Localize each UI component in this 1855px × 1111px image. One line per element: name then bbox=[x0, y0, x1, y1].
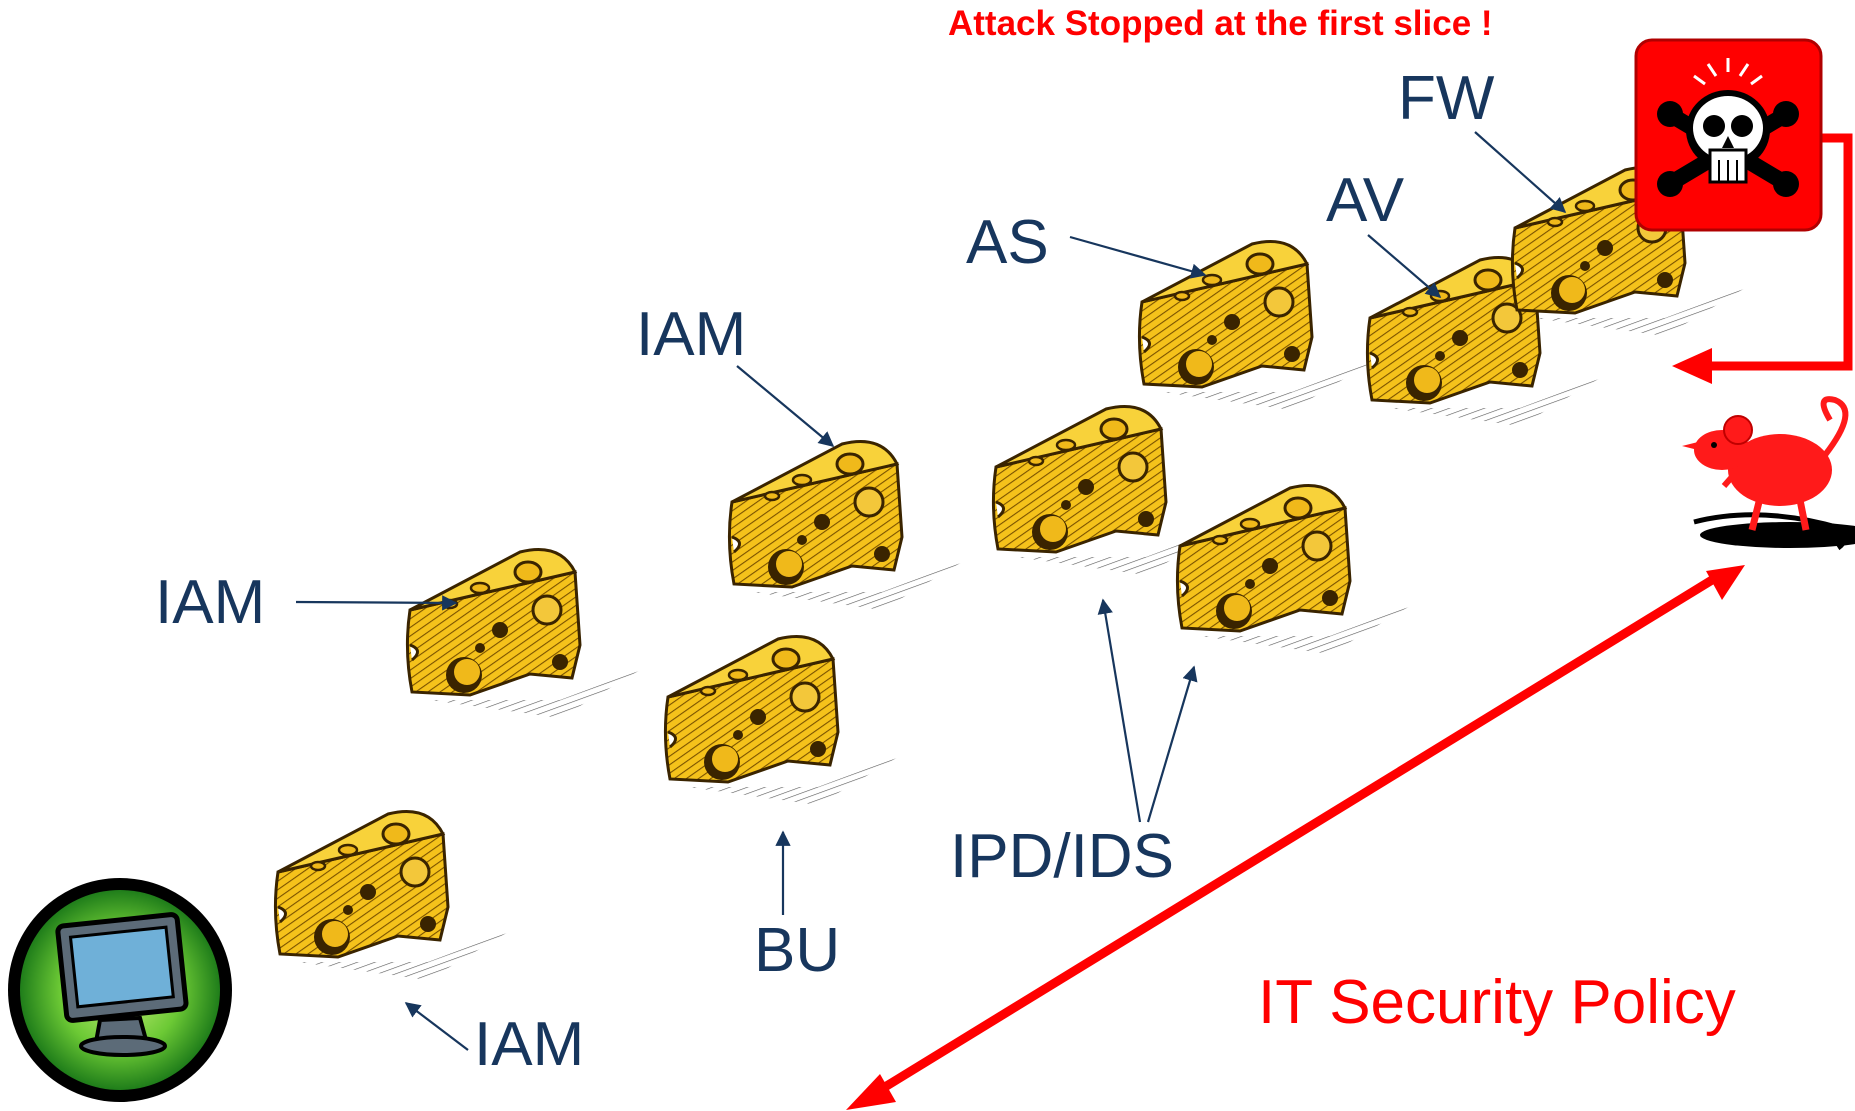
attack-stopped-headline: Attack Stopped at the first slice ! bbox=[948, 4, 1493, 43]
it-security-policy-label: IT Security Policy bbox=[1258, 968, 1736, 1037]
cheese-slice-icon bbox=[1175, 484, 1412, 656]
label-pointers bbox=[295, 131, 1567, 1051]
cheese-slice-icon bbox=[273, 810, 510, 982]
policy-double-arrow bbox=[846, 565, 1745, 1110]
rat-icon bbox=[1682, 396, 1855, 551]
attack-return-arrow bbox=[1672, 133, 1853, 384]
cheese-slice-icon bbox=[663, 635, 900, 807]
layer-label-as: AS bbox=[966, 208, 1049, 277]
skull-crossbones-icon bbox=[1634, 38, 1823, 232]
layer-label-iam-top: IAM bbox=[636, 300, 747, 369]
cheese-slice-icon bbox=[405, 548, 642, 720]
cheese-slice-icon bbox=[727, 440, 964, 612]
layer-label-av: AV bbox=[1326, 166, 1405, 235]
layer-label-iam-bottom: IAM bbox=[474, 1010, 585, 1079]
layer-label-bu: BU bbox=[754, 916, 841, 985]
computer-monitor-icon bbox=[8, 878, 232, 1102]
layer-label-fw: FW bbox=[1398, 64, 1495, 133]
layer-label-iam-left: IAM bbox=[155, 568, 266, 637]
layer-label-ipd-ids: IPD/IDS bbox=[950, 822, 1174, 891]
